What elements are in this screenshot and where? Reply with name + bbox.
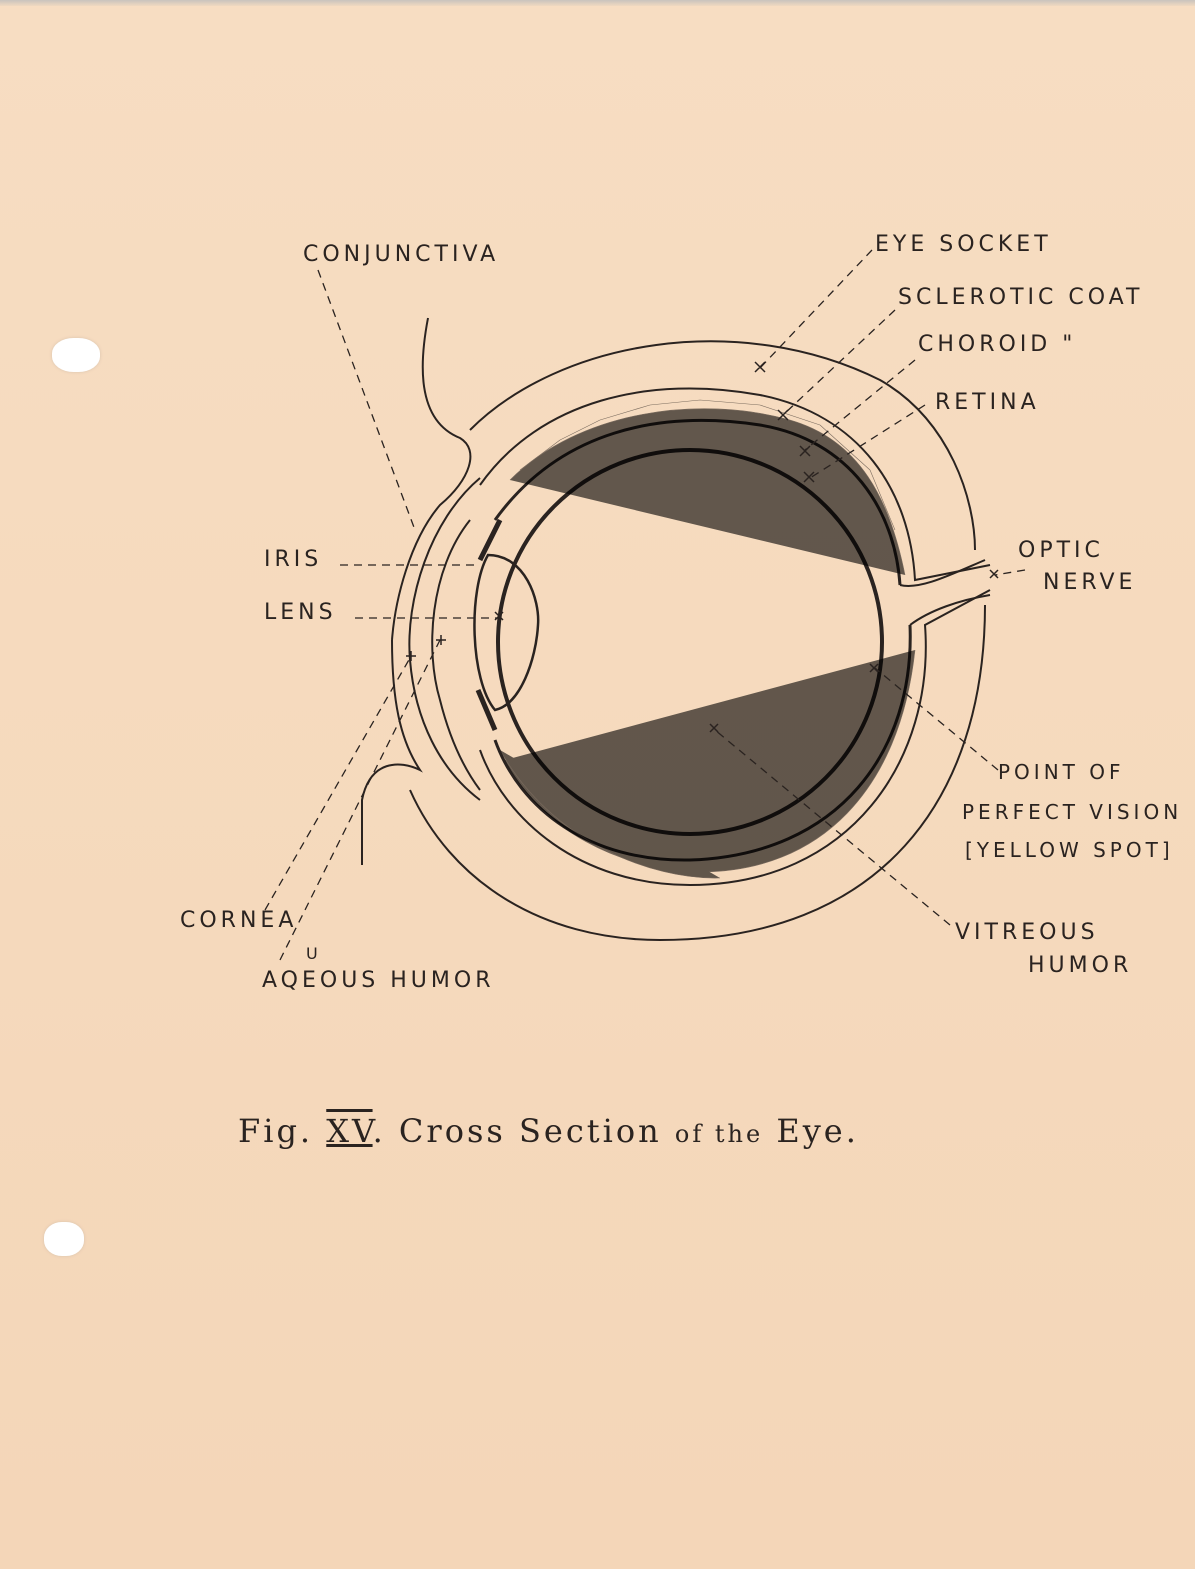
leader-retina	[809, 404, 926, 479]
lower-lid	[361, 639, 423, 865]
label-yellow-spot: [Yellow Spot]	[965, 838, 1174, 862]
eye-socket-lower-outline	[409, 604, 986, 942]
cornea-outline	[408, 477, 481, 801]
label-eye-socket: Eye Socket	[875, 232, 1052, 257]
label-optic: Optic	[1018, 538, 1104, 563]
label-nerve: Nerve	[1043, 570, 1137, 595]
caption-number: XV	[326, 1112, 373, 1150]
leader-eye-socket	[759, 249, 873, 369]
lens-outline	[473, 553, 540, 712]
label-perfect-vision: Perfect Vision	[962, 800, 1183, 824]
label-sclerotic-coat: Sclerotic Coat	[898, 285, 1144, 310]
leader-choroid	[804, 359, 916, 451]
leader-cornea	[264, 657, 411, 911]
sclera-outer	[479, 387, 991, 582]
label-iris: Iris	[264, 547, 323, 572]
label-point-of: Point of	[998, 760, 1125, 784]
sclera-outer-lower	[479, 589, 991, 887]
label-aqueous-insert: u	[306, 944, 322, 963]
sclera-hatching	[499, 399, 916, 879]
label-vitreous: Vitreous	[955, 920, 1099, 945]
punch-hole-top	[52, 338, 100, 372]
label-cornea: Cornea	[180, 908, 298, 933]
caption-of-the: of the	[674, 1120, 764, 1148]
label-retina: Retina	[935, 390, 1040, 415]
eye-socket-outline	[469, 340, 976, 551]
marker-crosses	[406, 361, 999, 733]
label-choroid: Choroid "	[918, 332, 1077, 357]
leader-sclerotic	[782, 309, 896, 416]
paper-top-edge	[0, 0, 1195, 6]
caption-fig: Fig.	[238, 1112, 314, 1150]
caption-eye: Eye.	[776, 1112, 859, 1150]
cornea-inner	[431, 519, 481, 791]
punch-hole-bottom	[44, 1222, 84, 1256]
caption-title: . Cross Section	[372, 1112, 662, 1150]
label-conjunctiva: Conjunctiva	[303, 242, 500, 267]
optic-nerve	[899, 559, 991, 626]
leader-conjunctiva	[317, 269, 416, 531]
leader-aqueous	[279, 639, 441, 961]
label-aqueous-humor: Aqeous Humor	[262, 968, 495, 993]
leader-vitreous	[714, 729, 951, 926]
label-lens: Lens	[264, 600, 337, 625]
leader-point	[874, 667, 999, 771]
upper-lid	[391, 317, 472, 641]
label-humor: Humor	[1028, 953, 1133, 978]
leader-optic	[994, 569, 1026, 576]
figure-caption: Fig. XV. Cross Section of the Eye.	[238, 1112, 859, 1150]
iris	[475, 518, 503, 731]
